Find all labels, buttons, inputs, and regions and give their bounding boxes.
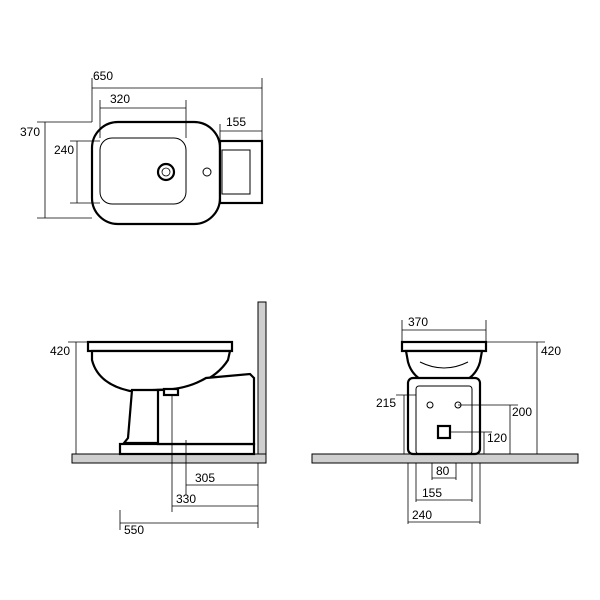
dim-200: 200: [512, 405, 532, 419]
front-view-rim: [400, 340, 488, 353]
dim-320: 320: [110, 92, 130, 106]
dim-155-front: 155: [422, 486, 442, 500]
dim-420-side: 420: [50, 344, 70, 358]
dim-420-front: 420: [541, 344, 561, 358]
side-view-inlet: [162, 387, 180, 397]
dim-370-front: 370: [408, 315, 428, 329]
side-view-floor: [71, 453, 267, 464]
dim-240-front: 240: [412, 508, 432, 522]
front-view-pedestal: [406, 376, 482, 456]
front-view-waste-outlet: [436, 424, 452, 440]
front-view: 370 420 215 200 120 80 155 240: [311, 315, 579, 524]
dim-330: 330: [176, 492, 196, 506]
front-view-floor: [311, 453, 579, 464]
dim-550: 550: [124, 523, 144, 537]
dim-370-top: 370: [20, 125, 40, 139]
dim-305: 305: [195, 471, 215, 485]
front-view-fixing-hole-left: [426, 401, 434, 409]
side-view-base: [118, 442, 256, 456]
dim-120: 120: [487, 431, 507, 445]
dim-155-top: 155: [226, 115, 246, 129]
top-view: 650 320 155 370 240: [20, 69, 264, 226]
side-view-pedestal: [121, 388, 162, 445]
top-view-tap-hole: [202, 167, 212, 177]
side-view: 420 305 330 550: [50, 301, 267, 537]
side-view-rim: [86, 340, 234, 353]
top-view-back-block: [218, 139, 264, 205]
dim-650: 650: [93, 69, 113, 83]
dim-80: 80: [436, 464, 450, 478]
top-view-drain: [156, 162, 176, 182]
dim-215: 215: [376, 396, 396, 410]
side-view-wall: [257, 301, 267, 455]
top-view-basin: [99, 137, 187, 205]
dim-240-top: 240: [54, 143, 74, 157]
top-view-bowl-outline: [90, 120, 222, 226]
